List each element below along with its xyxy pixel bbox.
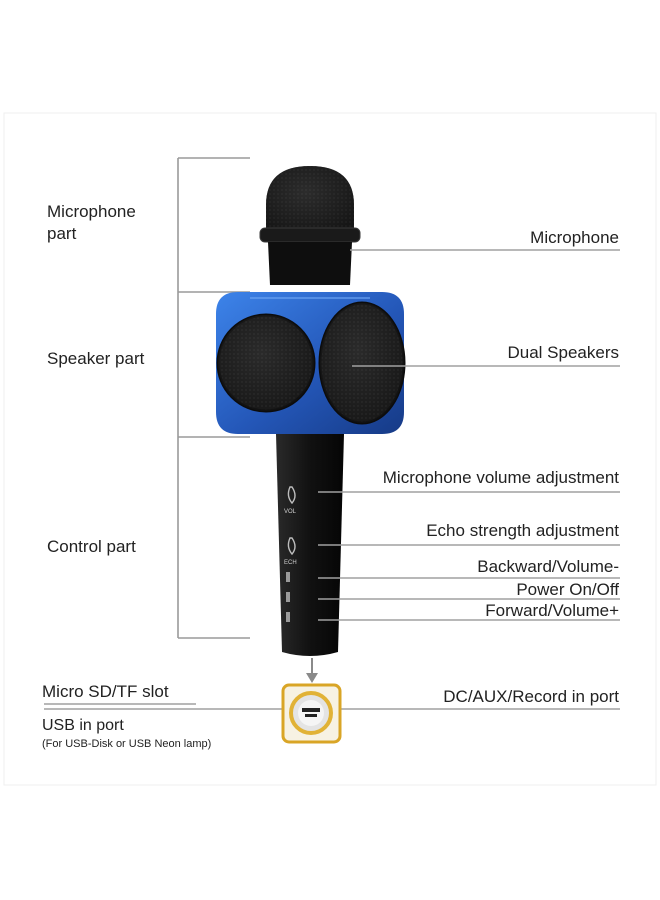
callout-forward-volume: Forward/Volume+ (485, 601, 619, 620)
callout-echo-strength: Echo strength adjustment (426, 521, 619, 540)
ech-dial-icon (287, 537, 296, 556)
section-label-control-part: Control part (47, 537, 136, 556)
section-label-microphone-part-line2: part (47, 224, 77, 243)
backward-button (286, 572, 290, 582)
ech-marking: ECH (284, 560, 297, 566)
callout-dc-port: DC/AUX/Record in port (443, 687, 619, 706)
power-button (286, 592, 290, 602)
callout-dual-speakers: Dual Speakers (507, 343, 619, 362)
callout-microphone: Microphone (530, 228, 619, 247)
panel-border (3, 112, 657, 786)
vol-dial-icon (287, 486, 296, 505)
callout-power: Power On/Off (516, 580, 619, 599)
label-usb-note: (For USB-Disk or USB Neon lamp) (42, 738, 211, 750)
port-detail-icon (281, 683, 342, 744)
vol-marking: VOL (284, 509, 297, 515)
label-usb-port: USB in port (42, 717, 124, 734)
microphone-device: VOL ECH (216, 166, 406, 656)
mic-ring (259, 227, 361, 243)
callout-backward-volume: Backward/Volume- (477, 557, 619, 576)
forward-button (286, 612, 290, 622)
section-label-speaker-part: Speaker part (47, 349, 145, 368)
mic-neck (268, 242, 352, 285)
section-label-microphone-part: Microphone (47, 202, 136, 221)
label-sd-slot: Micro SD/TF slot (42, 682, 169, 701)
down-arrow-icon (306, 658, 318, 683)
callout-mic-volume: Microphone volume adjustment (383, 468, 620, 487)
